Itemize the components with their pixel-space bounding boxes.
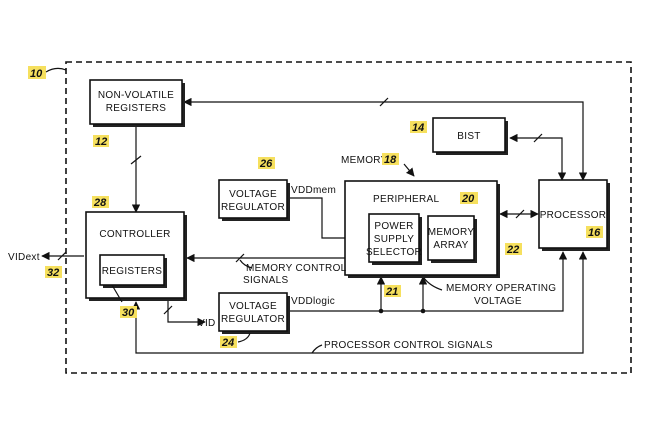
connections bbox=[41, 97, 588, 354]
vddmem-label: VDDmem bbox=[291, 185, 336, 196]
processor-block: PROCESSOR 16 bbox=[538, 179, 610, 251]
controller-label: CONTROLLER bbox=[99, 229, 170, 240]
power-supply-selector-block: POWER SUPPLY SELECTOR bbox=[366, 213, 422, 265]
system-ref: 10 bbox=[30, 68, 43, 80]
peripheral-label: PERIPHERAL bbox=[373, 194, 439, 205]
nonvolatile-label-line2: REGISTERS bbox=[106, 103, 167, 114]
voltage-regulator-mem-block: VOLTAGE REGULATOR bbox=[218, 179, 290, 221]
memory-control-signals-line1: MEMORY CONTROL bbox=[246, 263, 347, 274]
memory-operating-voltage-line1: MEMORY OPERATING bbox=[446, 283, 556, 294]
memory-ref: 18 bbox=[384, 154, 397, 166]
nonvolatile-registers-block: NON-VOLATILE REGISTERS bbox=[89, 79, 185, 127]
nonvolatile-label-line1: NON-VOLATILE bbox=[98, 90, 174, 101]
memory-label: MEMORY bbox=[341, 155, 388, 166]
processor-label: PROCESSOR bbox=[540, 210, 607, 221]
selector-ref: 21 bbox=[385, 286, 398, 298]
bist-label: BIST bbox=[457, 131, 480, 142]
voltage-regulator-logic-block: VOLTAGE REGULATOR bbox=[218, 292, 290, 334]
selector-line2: SUPPLY bbox=[374, 234, 415, 245]
bist-block: BIST bbox=[432, 117, 508, 155]
registers-label: REGISTERS bbox=[102, 266, 163, 277]
peripheral-ref: 20 bbox=[461, 193, 475, 205]
processor-ref: 16 bbox=[588, 227, 601, 239]
memory-array-block: MEMORY ARRAY bbox=[427, 215, 477, 263]
memory-array-line1: MEMORY bbox=[428, 227, 475, 238]
vid-label: VID bbox=[198, 318, 216, 329]
registers-ref: 30 bbox=[122, 307, 135, 319]
processor-control-signals-label: PROCESSOR CONTROL SIGNALS bbox=[324, 340, 493, 351]
selector-line3: SELECTOR bbox=[366, 247, 422, 258]
controller-ref: 28 bbox=[93, 197, 107, 209]
vidext-ref: 32 bbox=[47, 267, 59, 279]
vreg-mem-ref: 26 bbox=[259, 158, 273, 170]
memory-array-ref: 22 bbox=[506, 244, 519, 256]
memory-control-signals-line2: SIGNALS bbox=[243, 275, 288, 286]
vreg-mem-line2: REGULATOR bbox=[221, 202, 285, 213]
vreg-logic-line2: REGULATOR bbox=[221, 314, 285, 325]
vddlogic-label: VDDlogic bbox=[291, 296, 335, 307]
vreg-logic-line1: VOLTAGE bbox=[229, 301, 277, 312]
vidext-label: VIDext bbox=[8, 252, 40, 263]
nonvolatile-ref: 12 bbox=[95, 136, 107, 148]
vreg-logic-ref: 24 bbox=[221, 337, 234, 349]
memory-operating-voltage-line2: VOLTAGE bbox=[474, 296, 522, 307]
registers-block: REGISTERS bbox=[99, 254, 167, 288]
system-boundary bbox=[65, 61, 632, 374]
bist-ref: 14 bbox=[412, 122, 424, 134]
selector-line1: POWER bbox=[374, 221, 413, 232]
memory-array-line2: ARRAY bbox=[433, 240, 468, 251]
vreg-mem-line1: VOLTAGE bbox=[229, 189, 277, 200]
